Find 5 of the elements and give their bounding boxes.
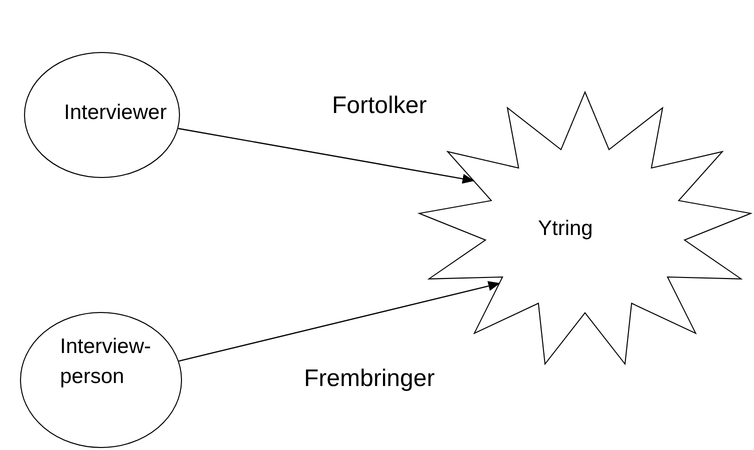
arrow xyxy=(178,281,500,362)
node-label: Ytring xyxy=(538,216,594,242)
node-label: Interview- person xyxy=(60,334,152,390)
arrow xyxy=(178,128,474,184)
node-label: Interviewer xyxy=(64,100,168,126)
